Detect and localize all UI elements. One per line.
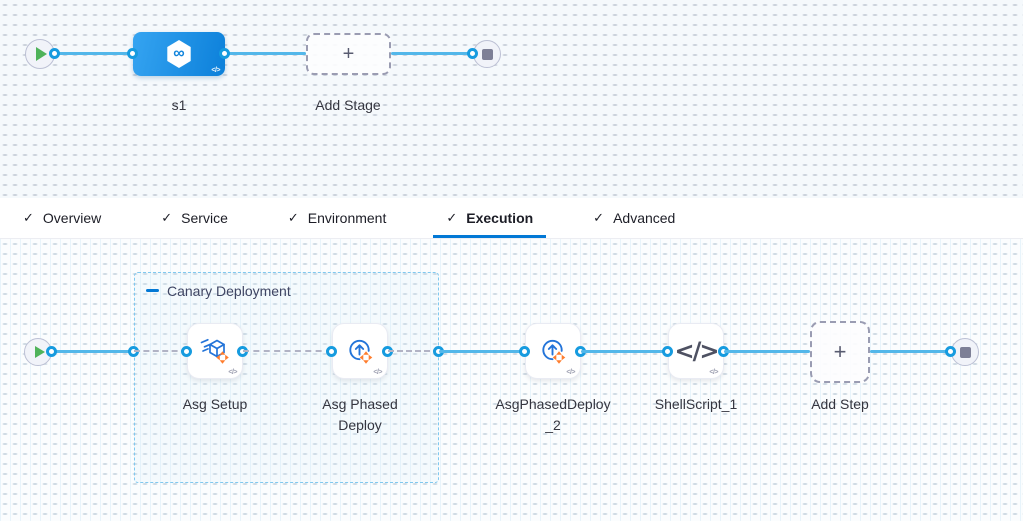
- add-step-button[interactable]: +: [810, 321, 870, 383]
- connector-port[interactable]: [467, 48, 478, 59]
- check-icon: ✓: [287, 210, 299, 225]
- scale-arrows-icon: [359, 351, 373, 364]
- connector-port[interactable]: [662, 346, 673, 357]
- tab-service[interactable]: ✓ Service: [161, 210, 228, 226]
- connector-port[interactable]: [49, 48, 60, 59]
- code-badge-icon: </>: [228, 369, 237, 376]
- stage-config-tabs: ✓ Overview ✓ Service ✓ Environment ✓ Exe…: [0, 198, 1023, 239]
- connector-port[interactable]: [181, 346, 192, 357]
- connector-port[interactable]: [46, 346, 57, 357]
- plus-icon: +: [342, 43, 355, 65]
- step-card-asg-setup[interactable]: </>: [187, 323, 243, 379]
- scale-arrows-icon: [216, 351, 229, 364]
- execution-canvas[interactable]: Canary Deployment: [0, 239, 1023, 521]
- collapse-group-icon[interactable]: [146, 289, 159, 292]
- play-icon: [34, 346, 45, 358]
- step-name-label: Asg Phased Deploy: [322, 396, 398, 433]
- connector-line: [225, 52, 306, 55]
- code-badge-icon: </>: [211, 67, 220, 74]
- step-card-shellscript-1[interactable]: </> </>: [668, 323, 724, 379]
- check-icon: ✓: [23, 210, 34, 225]
- connector-line: [52, 350, 134, 353]
- step-card-asg-phased-deploy-2[interactable]: </>: [525, 323, 581, 379]
- connector-line: [724, 350, 810, 353]
- play-icon: [36, 47, 47, 61]
- shell-script-icon: </>: [674, 337, 720, 365]
- code-badge-icon: </>: [566, 369, 575, 376]
- code-badge-icon: </>: [373, 369, 382, 376]
- asg-phased-deploy-icon: [542, 339, 566, 364]
- tab-environment[interactable]: ✓ Environment: [287, 210, 387, 226]
- stage-node-s1[interactable]: ∞ </>: [133, 32, 225, 76]
- connector-port[interactable]: [945, 346, 956, 357]
- tab-advanced[interactable]: ✓ Advanced: [593, 210, 676, 226]
- code-badge-icon: </>: [709, 369, 718, 376]
- plus-icon: +: [833, 339, 847, 364]
- connector-line: [55, 52, 133, 55]
- connector-line-dashed: [134, 350, 187, 352]
- step-name-label: Asg Setup: [182, 396, 248, 412]
- step-name-label: ShellScript_1: [654, 396, 738, 412]
- step-card-asg-phased-deploy[interactable]: </>: [332, 323, 388, 379]
- connector-port[interactable]: [326, 346, 337, 357]
- tab-overview[interactable]: ✓ Overview: [23, 210, 102, 226]
- connector-port[interactable]: [519, 346, 530, 357]
- cd-stage-icon: ∞: [167, 40, 191, 68]
- step-name-label: AsgPhasedDeploy_2: [495, 396, 611, 433]
- asg-phased-deploy-icon: [349, 339, 373, 364]
- tab-execution[interactable]: ✓ Execution: [433, 198, 546, 238]
- check-icon: ✓: [593, 210, 605, 225]
- add-stage-label: Add Stage: [315, 97, 381, 113]
- stage-canvas[interactable]: ∞ </> + s1 Add Stage: [0, 0, 1023, 198]
- scale-arrows-icon: [552, 351, 566, 364]
- step-group-label: Canary Deployment: [167, 283, 291, 299]
- add-stage-button[interactable]: +: [306, 33, 391, 75]
- connector-port[interactable]: [127, 48, 138, 59]
- infinity-glyph: ∞: [173, 45, 185, 62]
- check-icon: ✓: [161, 210, 173, 225]
- asg-setup-icon: [200, 338, 229, 364]
- connector-line: [391, 52, 473, 55]
- add-step-label: Add Step: [811, 396, 869, 412]
- connector-line-dashed: [243, 350, 332, 352]
- stop-icon: [959, 346, 971, 358]
- stage-name-label: s1: [171, 97, 187, 113]
- check-icon: ✓: [446, 210, 458, 225]
- connector-line: [581, 350, 668, 353]
- connector-port[interactable]: [219, 48, 230, 59]
- step-group-canary-deployment[interactable]: [134, 272, 439, 483]
- connector-line: [870, 350, 952, 353]
- connector-line: [439, 350, 525, 353]
- connector-line-dashed: [388, 350, 439, 352]
- stop-icon: [481, 48, 493, 60]
